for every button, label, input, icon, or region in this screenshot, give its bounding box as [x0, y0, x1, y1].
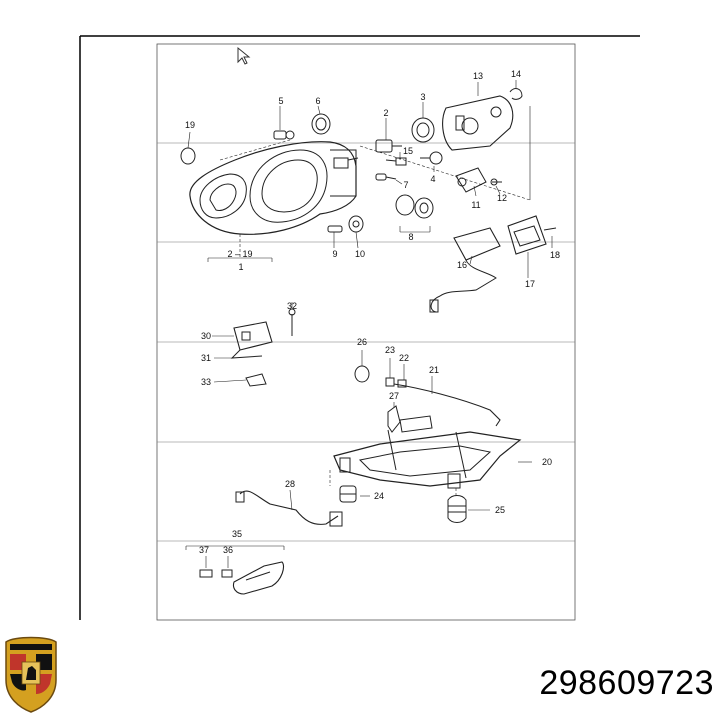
control-unit-part [429, 227, 501, 313]
side-marker-lamp [199, 561, 285, 595]
callout-27: 27 [389, 391, 399, 401]
parking-bulb-part [327, 225, 343, 233]
clip-part [509, 88, 523, 100]
diagram-border [156, 43, 576, 621]
cover-cap-part [411, 117, 435, 143]
level-sensor-module [230, 308, 296, 387]
bulb-socket-part [348, 215, 364, 233]
damper-part [447, 495, 467, 523]
callout-13: 13 [473, 71, 483, 81]
callout-3: 3 [420, 92, 425, 102]
callout-17: 17 [525, 279, 535, 289]
callout-22: 22 [399, 353, 409, 363]
callout-9: 9 [332, 249, 337, 259]
cap-ring-part [311, 113, 331, 135]
callout-24: 24 [374, 491, 384, 501]
callout-16: 16 [457, 260, 467, 270]
part-number: 298609723 [539, 664, 714, 702]
callout-28: 28 [285, 479, 295, 489]
leader-lines-sensor [212, 302, 293, 383]
leader-lines-marker [185, 545, 285, 568]
adjuster-motor-part [455, 167, 487, 193]
callout-15: 15 [403, 146, 413, 156]
mounting-screw-part [543, 227, 557, 231]
callout-4: 4 [430, 174, 435, 184]
callout-26: 26 [357, 337, 367, 347]
callout-12: 12 [497, 193, 507, 203]
porsche-crest-icon [5, 636, 57, 713]
callout-30: 30 [201, 331, 211, 341]
callout-18: 18 [550, 250, 560, 260]
headlamp-assembly [189, 141, 359, 235]
leader-lines-top [187, 80, 553, 278]
callout-36: 36 [223, 545, 233, 555]
leader-lines-frame [289, 350, 532, 511]
hose-end-part [235, 491, 245, 503]
bulb-part [273, 130, 295, 140]
callout-5: 5 [278, 96, 283, 106]
hose-fitting-part [329, 511, 343, 527]
ballast-part [507, 215, 547, 255]
callout-6: 6 [315, 96, 320, 106]
grommet-part [354, 365, 370, 383]
headlamp-carrier-frame [333, 415, 522, 489]
callout-7: 7 [403, 180, 408, 190]
callout-32: 32 [287, 301, 297, 311]
callout-2-19: 2 – 19 [227, 249, 252, 259]
main-bulb-part [375, 139, 402, 153]
callout-33: 33 [201, 377, 211, 387]
callout-8: 8 [408, 232, 413, 242]
screw-part [490, 178, 502, 186]
clip-nut-part [397, 379, 407, 388]
bracket-part [387, 405, 401, 433]
small-bulb-part [420, 151, 443, 165]
cursor-icon [237, 46, 251, 65]
callout-31: 31 [201, 353, 211, 363]
socket-part [385, 157, 407, 166]
bushing-part [385, 377, 395, 387]
callout-37: 37 [199, 545, 209, 555]
callout-1: 1 [238, 262, 243, 272]
callout-2: 2 [383, 108, 388, 118]
callout-11: 11 [471, 200, 480, 210]
callout-25: 25 [495, 505, 505, 515]
callout-14: 14 [511, 69, 521, 79]
callout-19: 19 [185, 120, 195, 130]
side-bulb-part [375, 173, 397, 181]
rear-cover-part [442, 95, 514, 151]
hose-part [239, 490, 339, 525]
callout-20: 20 [542, 457, 552, 467]
callout-10: 10 [355, 249, 365, 259]
gasket-ring-part [180, 147, 196, 165]
seal-ring-parts [395, 194, 434, 219]
callout-35: 35 [232, 529, 242, 539]
callout-21: 21 [429, 365, 439, 375]
adjuster-rod-part [393, 383, 501, 427]
rubber-mount-part [339, 485, 357, 503]
callout-labels: 5 6 2 3 13 14 19 15 7 4 11 12 9 10 8 16 … [185, 69, 560, 555]
callout-23: 23 [385, 345, 395, 355]
